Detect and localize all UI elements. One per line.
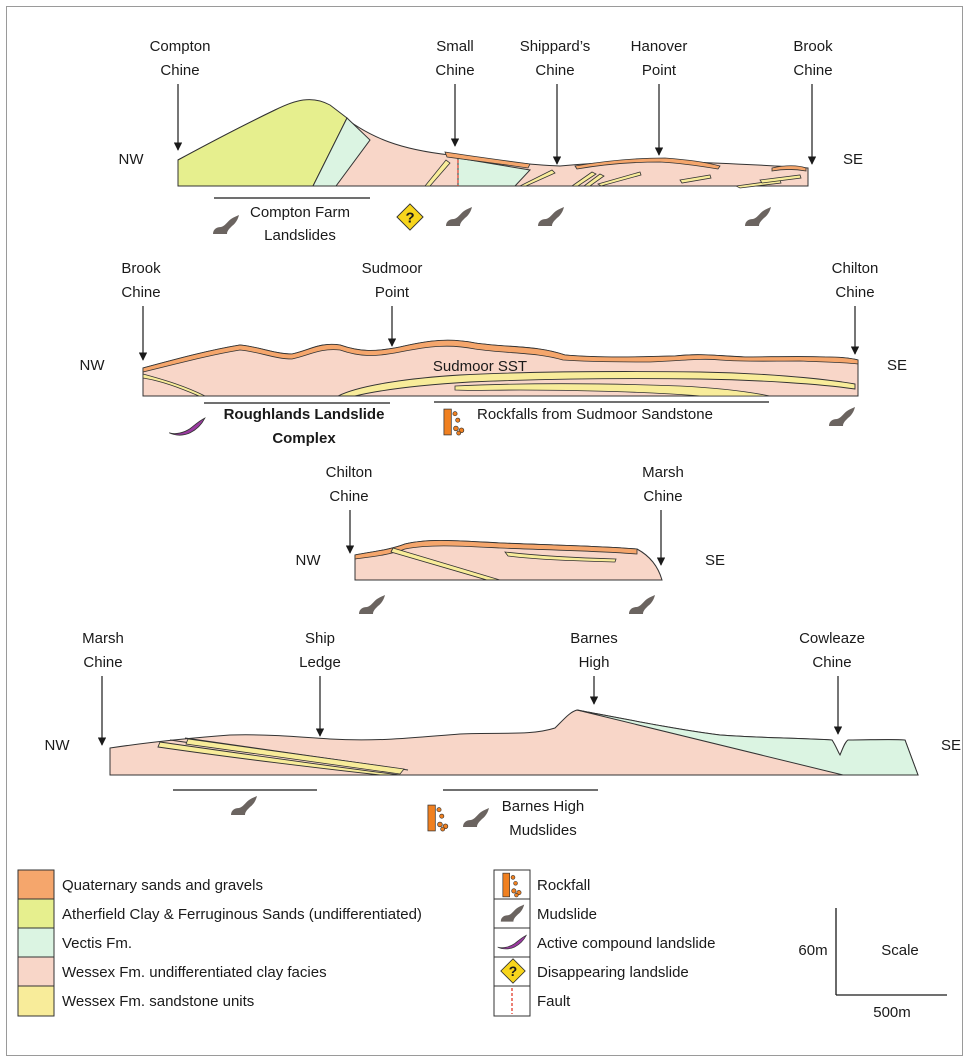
locality-label-line1: Chilton — [832, 260, 879, 277]
direction-se: SE — [941, 737, 961, 754]
legend-symbol-box — [494, 928, 530, 957]
section-brook-chilton: Brook Chine Sudmoor Point Chilton Chine … — [80, 260, 908, 447]
legend-label: Quaternary sands and gravels — [62, 877, 263, 894]
active-compound-landslide-icon — [169, 418, 205, 435]
locality-label-line2: Chine — [435, 62, 474, 79]
legend-swatch-wessex-sandstone — [18, 986, 54, 1016]
scale-bar: 60m Scale 500m — [798, 908, 947, 1021]
annotation-label-line1: Barnes High — [502, 798, 585, 815]
cross-section-compton-brook — [178, 100, 808, 188]
locality-label-line1: Ship — [305, 630, 335, 647]
locality-label-line1: Marsh — [642, 464, 684, 481]
locality-label-line1: Sudmoor — [362, 260, 423, 277]
locality-label-line1: Marsh — [82, 630, 124, 647]
legend-symbol-box — [494, 870, 530, 899]
locality-label-line1: Cowleaze — [799, 630, 865, 647]
locality-label-line2: Chine — [535, 62, 574, 79]
legend-swatch-wessex-clay — [18, 957, 54, 986]
locality-label-line1: Hanover — [631, 38, 688, 55]
legend-label: Disappearing landslide — [537, 964, 689, 981]
legend-label: Vectis Fm. — [62, 935, 132, 952]
mudslide-icon — [629, 595, 655, 614]
direction-nw: NW — [119, 151, 145, 168]
locality-label-line2: Chine — [83, 654, 122, 671]
locality-label-line2: Point — [642, 62, 677, 79]
legend-label: Active compound landslide — [537, 935, 715, 952]
direction-nw: NW — [80, 357, 106, 374]
section-chilton-marsh: Chilton Chine Marsh Chine NW SE — [296, 464, 726, 614]
mudslide-icon — [745, 207, 771, 226]
scale-vertical-label: 60m — [798, 942, 827, 959]
locality-label-line2: Chine — [793, 62, 832, 79]
legend-swatch-atherfield — [18, 899, 54, 928]
mudslide-icon — [463, 808, 489, 827]
locality-label-line1: Compton — [150, 38, 211, 55]
locality-label-line1: Shippard’s — [520, 38, 591, 55]
mudslide-icon — [829, 407, 855, 426]
annotation-label-line1: Roughlands Landslide — [224, 406, 385, 423]
legend-swatch-vectis — [18, 928, 54, 957]
locality-label-line1: Chilton — [326, 464, 373, 481]
cross-section-chilton-marsh — [355, 540, 662, 580]
legend-label: Wessex Fm. undifferentiated clay facies — [62, 964, 327, 981]
mudslide-icon — [538, 207, 564, 226]
disappearing-landslide-icon — [397, 204, 423, 230]
direction-nw: NW — [45, 737, 71, 754]
mudslide-icon — [231, 796, 257, 815]
mudslide-icon — [359, 595, 385, 614]
mudslide-icon — [446, 207, 472, 226]
in-section-label: Sudmoor SST — [433, 358, 527, 375]
locality-label-line2: Ledge — [299, 654, 341, 671]
legend-label: Fault — [537, 993, 571, 1010]
locality-label-line2: High — [579, 654, 610, 671]
legend-label: Wessex Fm. sandstone units — [62, 993, 254, 1010]
scale-horizontal-label: 500m — [873, 1004, 911, 1021]
legend-label: Atherfield Clay & Ferruginous Sands (und… — [62, 906, 422, 923]
section-marsh-cowleaze: Marsh Chine Ship Ledge Barnes High Cowle… — [45, 630, 962, 839]
cross-section-marsh-cowleaze — [110, 710, 918, 775]
scale-title: Scale — [881, 942, 919, 959]
locality-label-line2: Chine — [121, 284, 160, 301]
mudslide-icon — [213, 215, 239, 234]
legend-swatch-quaternary — [18, 870, 54, 899]
legend-label: Mudslide — [537, 906, 597, 923]
locality-label-line2: Chine — [643, 488, 682, 505]
annotation-label-line2: Mudslides — [509, 822, 577, 839]
section-compton-brook: Compton Chine Small Chine Shippard’s Chi… — [119, 38, 864, 244]
locality-label-line2: Chine — [160, 62, 199, 79]
direction-se: SE — [887, 357, 907, 374]
legend-label: Rockfall — [537, 877, 590, 894]
locality-label-line2: Chine — [329, 488, 368, 505]
locality-label-line2: Chine — [812, 654, 851, 671]
cross-section-brook-chilton: Sudmoor SST — [143, 340, 858, 396]
direction-se: SE — [705, 552, 725, 569]
annotation-label-line2: Complex — [272, 430, 336, 447]
annotation-label: Rockfalls from Sudmoor Sandstone — [477, 406, 713, 423]
annotation-label-line1: Compton Farm — [250, 204, 350, 221]
legend: Quaternary sands and gravels Atherfield … — [18, 870, 715, 1016]
direction-se: SE — [843, 151, 863, 168]
rockfall-icon — [428, 805, 448, 831]
rockfall-icon — [444, 409, 464, 435]
annotation-label-line2: Landslides — [264, 227, 336, 244]
locality-label-line2: Chine — [835, 284, 874, 301]
locality-label-line1: Brook — [121, 260, 161, 277]
direction-nw: NW — [296, 552, 322, 569]
locality-label-line2: Point — [375, 284, 410, 301]
locality-label-line1: Small — [436, 38, 474, 55]
locality-label-line1: Brook — [793, 38, 833, 55]
locality-label-line1: Barnes — [570, 630, 618, 647]
